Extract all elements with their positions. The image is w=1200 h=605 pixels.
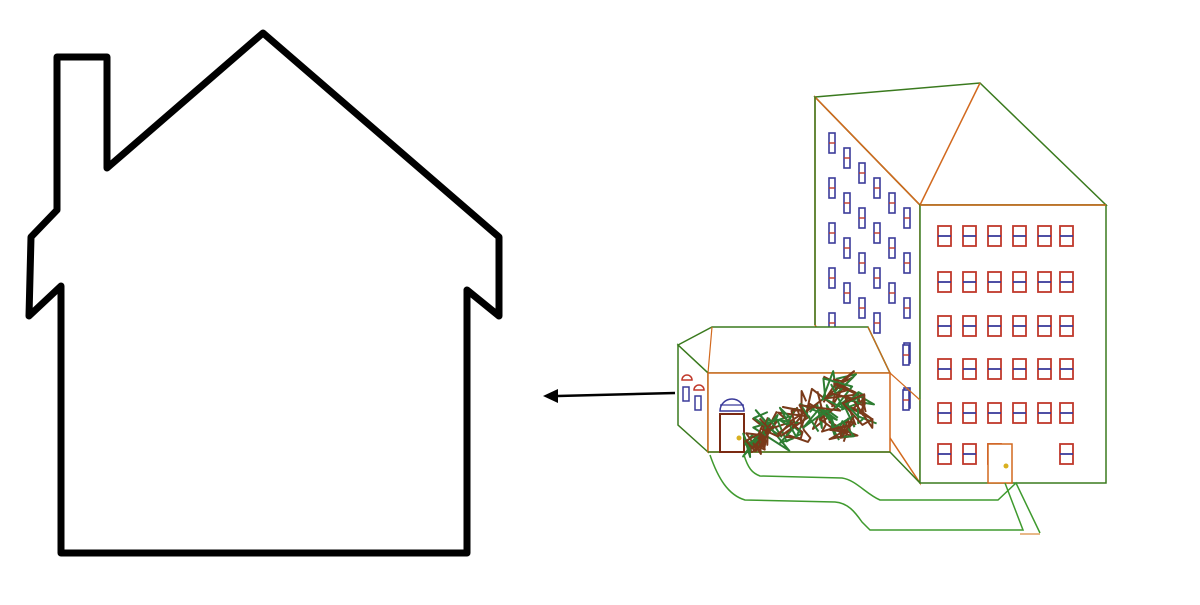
window-icon xyxy=(1037,402,1052,424)
vine-icon xyxy=(745,432,767,452)
house-outline-icon xyxy=(25,29,503,557)
annex-door xyxy=(719,413,745,453)
window-icon xyxy=(1012,271,1027,293)
window-icon xyxy=(1037,315,1052,337)
doorknob-icon xyxy=(1003,463,1009,469)
building-complex xyxy=(676,82,1108,535)
window-icon xyxy=(1059,402,1074,424)
arrow-left-icon xyxy=(543,389,676,403)
annex-side-windows xyxy=(681,374,705,411)
window-icon xyxy=(1012,358,1027,380)
window-icon xyxy=(828,177,836,199)
window-icon xyxy=(903,252,911,274)
window-icon xyxy=(873,177,881,199)
window-icon xyxy=(962,402,977,424)
window-icon xyxy=(962,358,977,380)
tower-side-windows xyxy=(828,132,911,411)
window-icon xyxy=(858,207,866,229)
window-icon xyxy=(903,207,911,229)
ivy-vines xyxy=(742,370,877,458)
window-icon xyxy=(1059,225,1074,247)
tower-door xyxy=(987,443,1013,484)
window-icon xyxy=(828,222,836,244)
window-icon xyxy=(1037,225,1052,247)
window-icon xyxy=(987,225,1002,247)
vine-icon xyxy=(752,409,791,452)
window-icon xyxy=(962,315,977,337)
window-icon xyxy=(937,225,952,247)
window-icon xyxy=(962,271,977,293)
window-icon xyxy=(843,237,851,259)
window-icon xyxy=(937,315,952,337)
window-icon xyxy=(987,271,1002,293)
window-icon xyxy=(828,267,836,289)
window-icon xyxy=(1059,358,1074,380)
window-icon xyxy=(937,443,952,465)
window-icon xyxy=(962,225,977,247)
window-icon xyxy=(858,252,866,274)
window-icon xyxy=(937,358,952,380)
window-icon xyxy=(873,312,881,334)
window-icon xyxy=(903,297,911,319)
window-icon xyxy=(962,443,977,465)
window-icon xyxy=(843,192,851,214)
window-icon xyxy=(828,132,836,154)
window-icon xyxy=(1037,358,1052,380)
walkway-path xyxy=(709,454,1041,535)
window-icon xyxy=(858,297,866,319)
window-icon xyxy=(873,222,881,244)
vine-icon xyxy=(830,417,847,441)
window-icon xyxy=(902,344,910,366)
vine-icon xyxy=(758,417,791,446)
window-icon xyxy=(1012,225,1027,247)
window-icon xyxy=(902,389,910,411)
window-icon xyxy=(987,315,1002,337)
window-icon xyxy=(987,358,1002,380)
window-icon xyxy=(1037,271,1052,293)
window-icon xyxy=(1059,271,1074,293)
vine-icon xyxy=(776,411,811,440)
vine-icon xyxy=(800,390,831,430)
window-icon xyxy=(1059,443,1074,465)
window-icon xyxy=(843,147,851,169)
window-icon xyxy=(888,282,896,304)
vine-icon xyxy=(821,370,857,401)
window-icon xyxy=(937,271,952,293)
window-icon xyxy=(888,237,896,259)
window-icon xyxy=(843,282,851,304)
window-icon xyxy=(858,162,866,184)
window-icon xyxy=(937,402,952,424)
window-icon xyxy=(1059,315,1074,337)
window-icon xyxy=(1012,402,1027,424)
vine-icon xyxy=(828,416,855,441)
tower-front-windows xyxy=(937,225,1074,465)
doorknob-icon xyxy=(736,435,742,441)
window-icon xyxy=(1012,315,1027,337)
vine-icon xyxy=(841,393,874,429)
window-icon xyxy=(987,402,1002,424)
window-icon xyxy=(888,192,896,214)
window-icon xyxy=(873,267,881,289)
